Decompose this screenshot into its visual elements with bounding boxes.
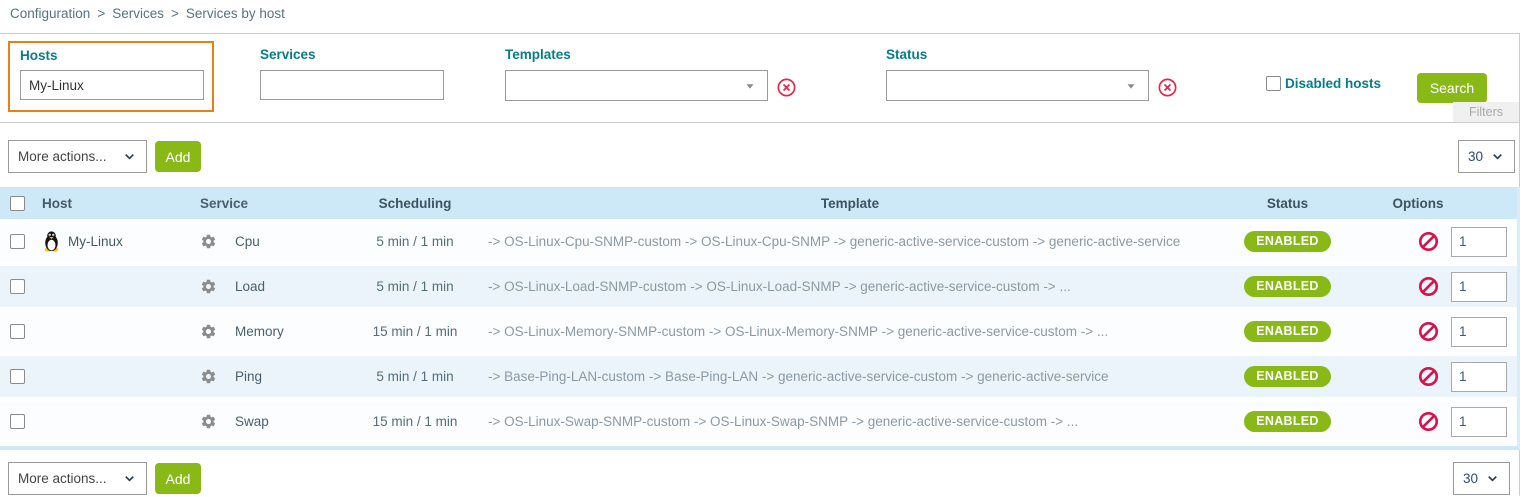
bottom-toolbar: More actions... Add 30 [0,454,1519,497]
content-panel: Hosts Services Templates [0,33,1520,497]
chevron-down-icon [1490,149,1505,164]
add-button-bottom[interactable]: Add [155,463,201,494]
row-checkbox[interactable] [10,234,25,249]
hosts-filter-group-highlighted: Hosts [8,41,214,112]
gear-icon [200,323,217,340]
options-count-input[interactable] [1451,316,1507,347]
scheduling-value: 5 min / 1 min [376,279,454,294]
services-input[interactable] [260,70,444,100]
gear-icon [200,278,217,295]
options-count-input[interactable] [1451,226,1507,257]
hosts-input[interactable] [20,70,204,100]
table-row: Load 5 min / 1 min -> OS-Linux-Load-SNMP… [0,266,1517,311]
services-table: Host Service Scheduling Template Status … [0,187,1520,450]
service-name[interactable]: Swap [235,414,269,429]
status-badge: ENABLED [1244,231,1331,252]
col-header-host[interactable]: Host [42,195,72,211]
row-checkbox[interactable] [10,279,25,294]
host-name[interactable]: My-Linux [68,234,123,249]
templates-clear-icon[interactable] [776,77,797,98]
select-all-checkbox[interactable] [10,195,25,211]
templates-select[interactable] [505,70,768,101]
templates-filter-group: Templates [505,47,768,101]
breadcrumb: Configuration>Services>Services by host [10,6,285,21]
table-row: Swap 15 min / 1 min -> OS-Linux-Swap-SNM… [0,401,1517,446]
status-badge: ENABLED [1244,366,1331,387]
chevron-down-icon [1124,79,1138,93]
status-select[interactable] [886,70,1149,101]
template-chain: -> OS-Linux-Swap-SNMP-custom -> OS-Linux… [488,414,1079,429]
service-name[interactable]: Cpu [235,234,260,249]
chevron-down-icon [122,471,137,486]
top-toolbar: More actions... Add 30 [0,123,1519,176]
status-label: Status [886,47,928,62]
linux-penguin-icon [42,231,61,252]
page-size-select-top[interactable]: 30 [1458,140,1515,173]
template-chain: -> OS-Linux-Cpu-SNMP-custom -> OS-Linux-… [488,234,1181,249]
prohibited-icon[interactable] [1418,321,1439,342]
template-chain: -> OS-Linux-Load-SNMP-custom -> OS-Linux… [488,279,1071,294]
chevron-down-icon [1485,471,1500,486]
gear-icon [200,368,217,385]
prohibited-icon[interactable] [1418,276,1439,297]
breadcrumb-services[interactable]: Services [112,6,164,21]
col-header-service[interactable]: Service [200,195,249,211]
service-name[interactable]: Ping [235,369,263,384]
service-name[interactable]: Load [235,279,266,294]
add-button-top[interactable]: Add [155,141,201,172]
templates-label: Templates [505,47,571,62]
table-row: Ping 5 min / 1 min -> Base-Ping-LAN-cust… [0,356,1517,401]
table-row: Memory 15 min / 1 min -> OS-Linux-Memory… [0,311,1517,356]
breadcrumb-services-by-host: Services by host [185,6,285,21]
options-count-input[interactable] [1451,271,1507,302]
template-chain: -> Base-Ping-LAN-custom -> Base-Ping-LAN… [488,369,1109,384]
disabled-hosts-label[interactable]: Disabled hosts [1285,76,1382,91]
page-size-select-bottom[interactable]: 30 [1453,462,1510,495]
more-actions-select-top[interactable]: More actions... [8,140,147,173]
prohibited-icon[interactable] [1418,411,1439,432]
prohibited-icon[interactable] [1418,231,1439,252]
breadcrumb-configuration[interactable]: Configuration [10,6,91,21]
template-chain: -> OS-Linux-Memory-SNMP-custom -> OS-Lin… [488,324,1109,339]
row-checkbox[interactable] [10,324,25,339]
hosts-label: Hosts [20,48,58,63]
col-header-status[interactable]: Status [1266,195,1309,211]
filters-tab-label: Filters [1452,102,1519,122]
col-header-template: Template [820,195,880,211]
col-header-options: Options [1392,195,1444,211]
chevron-down-icon [743,79,757,93]
row-checkbox[interactable] [10,414,25,429]
filter-section: Hosts Services Templates [0,34,1519,123]
services-label: Services [260,47,316,62]
status-badge: ENABLED [1244,411,1331,432]
service-name[interactable]: Memory [235,324,284,339]
more-actions-select-bottom[interactable]: More actions... [8,462,147,495]
disabled-hosts-checkbox[interactable] [1266,76,1281,91]
row-checkbox[interactable] [10,369,25,384]
search-button[interactable]: Search [1417,73,1487,103]
gear-icon [200,413,217,430]
gear-icon [200,233,217,250]
status-clear-icon[interactable] [1157,77,1178,98]
services-filter-group: Services [260,47,444,100]
status-filter-group: Status [886,47,1149,101]
scheduling-value: 5 min / 1 min [376,234,454,249]
chevron-down-icon [122,149,137,164]
options-count-input[interactable] [1451,406,1507,437]
table-header-row: Host Service Scheduling Template Status … [0,187,1517,221]
disabled-hosts-filter: Disabled hosts [1266,76,1381,91]
scheduling-value: 5 min / 1 min [376,369,454,384]
prohibited-icon[interactable] [1418,366,1439,387]
col-header-scheduling[interactable]: Scheduling [378,195,452,211]
status-badge: ENABLED [1244,321,1331,342]
status-badge: ENABLED [1244,276,1331,297]
options-count-input[interactable] [1451,361,1507,392]
table-row: My-Linux Cpu 5 min / 1 min -> OS-Linux-C… [0,221,1517,266]
scheduling-value: 15 min / 1 min [372,324,458,339]
scheduling-value: 15 min / 1 min [372,414,458,429]
